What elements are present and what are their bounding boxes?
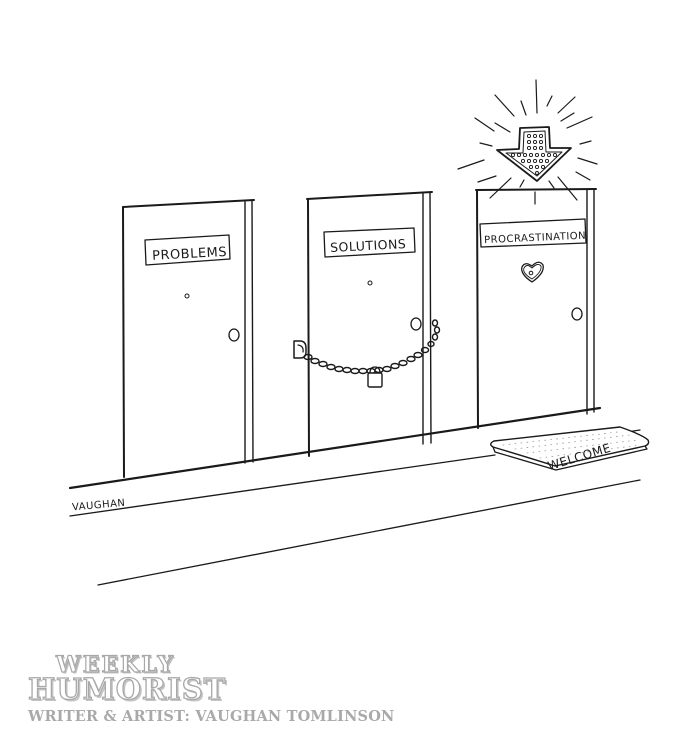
welcome-doormat [490, 426, 650, 471]
glowing-arrow-icon [457, 79, 598, 205]
credits-block: WEEKLY HUMORIST WRITER & ARTIST: VAUGHAN… [27, 651, 448, 732]
door-problems [122, 199, 255, 478]
publication-logo-line1: WEEKLY [55, 651, 176, 678]
cartoon-panel: PROBLEMS SOLUTIONS [68, 79, 650, 586]
publication-logo-line2: HUMORIST [27, 671, 227, 706]
heart-icon [521, 261, 544, 283]
door-procrastination [475, 188, 597, 429]
floor-lines [68, 406, 641, 586]
chain-lock-icon [293, 319, 441, 388]
door-solutions [306, 191, 433, 457]
byline: WRITER & ARTIST: VAUGHAN TOMLINSON [28, 708, 395, 725]
door-sign-procrastination: PROCRASTINATION [484, 231, 586, 246]
artist-signature: VAUGHAN [72, 498, 126, 514]
door-sign-problems: PROBLEMS [152, 245, 228, 264]
door-sign-solutions: SOLUTIONS [330, 236, 407, 255]
